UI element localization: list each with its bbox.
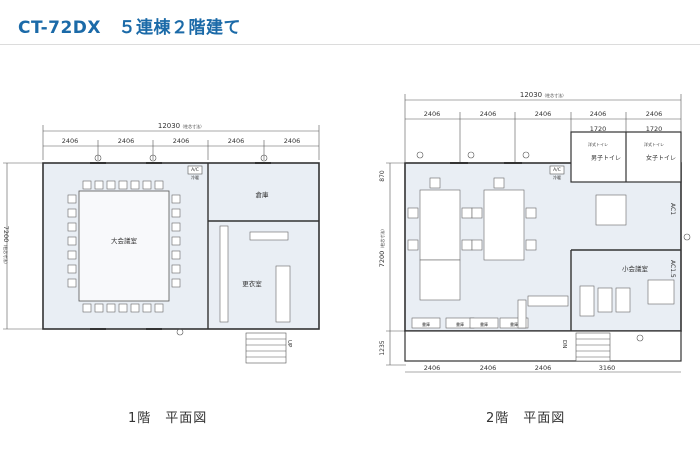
- plan1-caption: 1階 平面図: [128, 411, 208, 426]
- plan2-ac15: AC1.5: [669, 260, 676, 278]
- plan1-stair-label: UP: [286, 340, 292, 348]
- plan2-room-mens: 男子トイレ: [591, 155, 621, 162]
- plan2-cabinet-4: 書庫: [510, 321, 518, 327]
- plan2-toilet-width-2: 1720: [646, 125, 663, 133]
- plan2-cabinet-1: 書庫: [422, 321, 430, 327]
- plan2-module-1: 2406: [424, 110, 441, 118]
- plan2-cabinet-3: 書庫: [480, 321, 488, 327]
- plan2-top-dim: 870: [379, 170, 386, 182]
- plan1-total-width: 12030（柱芯寸法）: [158, 122, 204, 130]
- plan2-balcony: [404, 330, 682, 362]
- plan2-bottom-dim: 1235: [379, 340, 386, 355]
- plan2-stairs: [575, 332, 611, 362]
- plan1-ac-label: A/C: [191, 167, 199, 173]
- plan2-caption: 2階 平面図: [486, 411, 566, 426]
- plan1-room-storage: 倉庫: [256, 190, 270, 199]
- plan1-ac-sub: 冷暖: [191, 174, 199, 180]
- plan1-depth: 7200（柱芯寸法）: [2, 226, 10, 267]
- plan1-module-5: 2406: [284, 137, 301, 145]
- plan1-chairs: [67, 180, 181, 313]
- plan1-room-meeting: 大会議室: [111, 236, 138, 245]
- plan1-lockers: [219, 225, 291, 323]
- plan2-toilet-sink-1: 洋式トイレ: [588, 141, 608, 147]
- plan2-bottom-module-1: 2406: [424, 364, 441, 372]
- plan2-room-womens: 女子トイレ: [646, 154, 676, 162]
- plan2-stair-label: DN: [561, 340, 567, 348]
- plan2-column-marks: [416, 151, 691, 342]
- plan2-ac-sub: 冷暖: [553, 174, 561, 180]
- plan2-total-width: 12030（柱芯寸法）: [520, 91, 566, 99]
- page-title: CT-72DX ５連棟２階建て: [18, 18, 242, 38]
- plan2-depth: 7200（柱芯寸法）: [378, 227, 386, 268]
- plan2-module-2: 2406: [480, 110, 497, 118]
- plan2-furniture: [407, 177, 675, 329]
- plan1-room-locker: 更衣室: [242, 279, 262, 288]
- plan2-ac1: AC1: [669, 203, 676, 215]
- plan2-cabinet-2: 書庫: [456, 321, 464, 327]
- title-divider: [0, 44, 700, 45]
- plan2-ac-unit: [549, 165, 565, 175]
- plan1-module-3: 2406: [173, 137, 190, 145]
- plan2-bottom-module-2: 2406: [480, 364, 497, 372]
- plan2-module-3: 2406: [535, 110, 552, 118]
- plan1-module-4: 2406: [228, 137, 245, 145]
- plan2-toilet-width-1: 1720: [590, 125, 607, 133]
- plan2-toilet-sink-2: 洋式トイレ: [644, 141, 664, 147]
- plan1-module-1: 2406: [62, 137, 79, 145]
- plan2-ac-label: A/C: [553, 167, 561, 173]
- plan2-module-5: 2406: [646, 110, 663, 118]
- plan2-room-small-meeting: 小会議室: [622, 264, 649, 273]
- plan1-column-marks: [94, 154, 268, 336]
- plan1-stairs: [245, 332, 287, 364]
- plan2-bottom-module-4: 3160: [599, 364, 616, 372]
- plan1-ac-unit: [187, 165, 203, 175]
- plan2-module-4: 2406: [590, 110, 607, 118]
- plan2-bottom-module-3: 2406: [535, 364, 552, 372]
- plan1-module-2: 2406: [118, 137, 135, 145]
- meeting-table: [78, 190, 170, 302]
